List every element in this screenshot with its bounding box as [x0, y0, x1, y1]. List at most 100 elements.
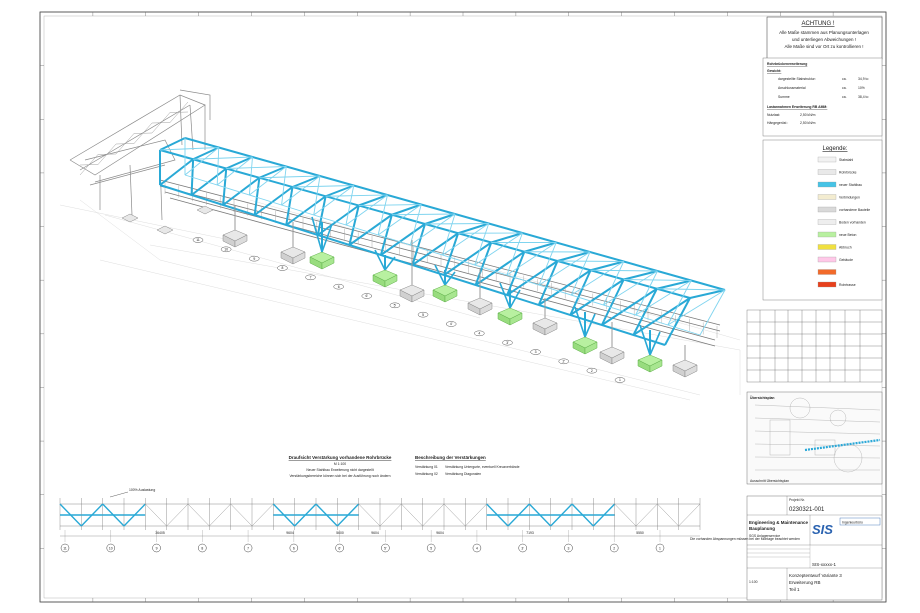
weight-value: 34,9 to [858, 77, 868, 81]
axis-marker [277, 265, 288, 271]
load-value: 2,50 kN/m [800, 113, 816, 117]
dimension-value: 9604 [286, 531, 294, 535]
axis-marker [192, 237, 204, 243]
axis-label: 8 [201, 547, 203, 551]
axis-circle [609, 543, 619, 553]
support-brace [321, 223, 333, 253]
legend-label: neuer Stahlbau [839, 183, 862, 187]
axis-label: 4 [476, 547, 478, 551]
axis-marker-label: 11 [196, 238, 200, 242]
foundation-side [479, 302, 493, 316]
axis-circle [335, 543, 344, 553]
support-brace [574, 306, 586, 338]
plan-diagonal [145, 503, 167, 527]
axis-marker [502, 339, 513, 346]
dimension-value: 7193 [526, 531, 534, 535]
foundation-side [234, 234, 248, 248]
axis-marker-label: 6 [338, 285, 340, 289]
axis-marker-label: 3 [535, 350, 537, 354]
plan-diagonal [358, 503, 381, 527]
axis-marker-label: 4' [450, 322, 453, 326]
axis-circle [518, 543, 527, 553]
load-label: Nutzlast: [767, 113, 780, 117]
axis-circle [106, 543, 116, 553]
legend-swatch [817, 194, 837, 200]
legend-label: neue Beton [839, 233, 856, 237]
legend-swatch [817, 231, 837, 238]
legend-swatch [817, 156, 837, 163]
axis-circle [381, 543, 390, 553]
map-caption: Ausschnitt Übersichtsplan [750, 479, 789, 483]
plan-diagonal [187, 503, 210, 527]
axis-label: 10 [109, 547, 113, 551]
foundation-side [321, 256, 335, 270]
load-value: 2,50 kN/m [800, 121, 816, 125]
map-route [804, 438, 881, 452]
legend-swatch [817, 281, 837, 288]
axis-label: 3 [568, 547, 570, 551]
plan-diagonal [166, 503, 189, 527]
support-brace [649, 331, 661, 356]
load-label: Hängegerüst : [767, 121, 788, 125]
company-name-3: SGS Anlagenservice [749, 534, 780, 538]
title-block: Projekt Nr. 0230321-001 Engineering & Ma… [746, 495, 883, 601]
legend-label: Rohrbrücke [839, 171, 857, 175]
weight-value: 10% [858, 86, 865, 90]
axis-label: 2 [613, 547, 615, 551]
axis-label: 5' [384, 547, 387, 551]
plan-diagonal [465, 503, 487, 527]
foundation-side [384, 274, 398, 288]
plan-note-1: Neuer Stahlbau Erweiterung nicht dargest… [306, 468, 373, 472]
legend-label: Rohrtrasse [839, 283, 856, 287]
plan-diagonal [251, 503, 274, 527]
axis-marker-label: 5' [394, 304, 397, 308]
legend-swatch [817, 269, 837, 275]
plan-title: Draufsicht Verstärkung vorhandene Rohrbr… [289, 455, 392, 460]
foundation-side [649, 359, 663, 373]
axis-circle [198, 543, 207, 553]
old-foundation [121, 213, 139, 223]
drawing-title-2: Erweiterung RB [789, 580, 821, 585]
plan-diagonal [614, 503, 637, 527]
foundation-side [509, 312, 523, 326]
description-code: Verstärkung 01 [415, 465, 438, 469]
axis-marker-label: 10 [224, 248, 228, 252]
axis-marker [417, 311, 429, 318]
plan-diagonal [635, 503, 658, 527]
support-brace [499, 282, 511, 309]
axis-label: 6 [293, 547, 295, 551]
drawing-number: SIS-xxxxx-1 [812, 562, 837, 567]
plan-view: Draufsicht Verstärkung vorhandene Rohrbr… [59, 455, 800, 553]
company-name-1: Engineering & Maintenance [749, 520, 809, 525]
foundation-side [684, 364, 698, 378]
foundation-side [292, 251, 306, 265]
revision-table [746, 309, 883, 383]
axis-label: 1 [659, 547, 661, 551]
dimension-value: 9604 [371, 531, 379, 535]
axis-marker [586, 367, 598, 374]
legend-swatch [817, 244, 837, 250]
legend-swatch [817, 256, 837, 263]
foundation-side [444, 289, 458, 303]
plan-diagonal [379, 503, 402, 527]
axis-circle [564, 543, 573, 553]
foundation-side [411, 289, 425, 303]
axis-marker [558, 358, 569, 365]
support-brace [444, 271, 456, 286]
axis-circle [472, 543, 482, 553]
axis-circle [426, 543, 436, 553]
legend-title: Legende: [822, 146, 847, 152]
support-brace [509, 289, 521, 309]
axis-marker [361, 293, 373, 299]
achtung-line-1: Alle Maße stammen aus Planungsunterlagen [779, 30, 869, 35]
plan-diagonal [209, 503, 231, 527]
company-name-2: Bauplanung [749, 526, 775, 531]
drawing-title-3: Teil 1 [789, 587, 800, 592]
achtung-title: ACHTUNG ! [802, 21, 835, 27]
axis-marker [220, 246, 232, 253]
axis-marker [305, 274, 316, 281]
achtung-line-2: und unterliegen Abweichungen ! [792, 37, 856, 42]
support-brace [374, 249, 386, 271]
